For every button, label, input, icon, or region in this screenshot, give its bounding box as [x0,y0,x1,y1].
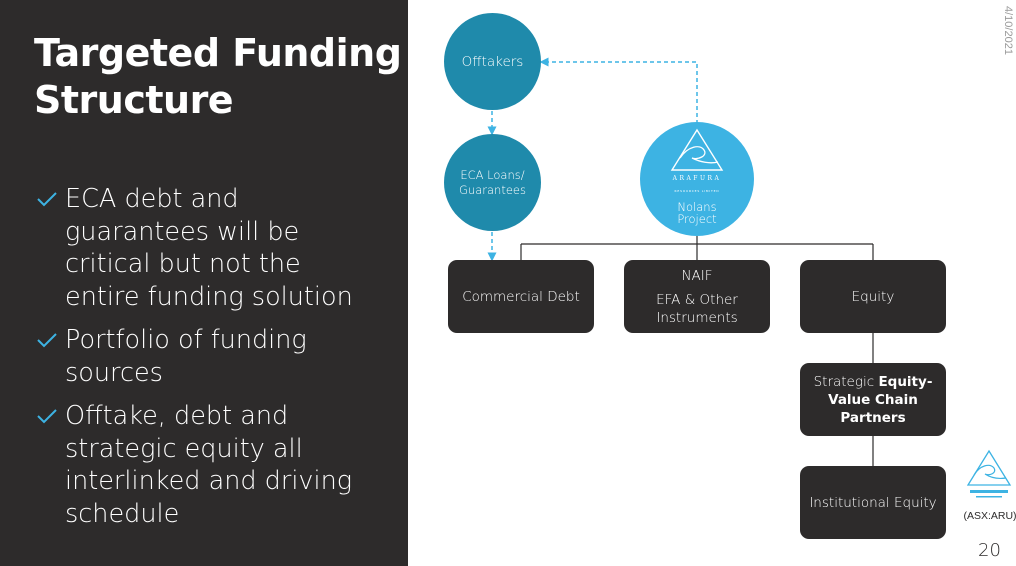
bullet-item: ECA debt and guarantees will be critical… [36,183,376,313]
equity-node: Equity [800,260,946,333]
logo-subtext: RESOURCES LIMITED [674,188,720,193]
offtakers-node: Offtakers [444,13,541,110]
equity-label: Equity [851,288,895,305]
bullet-list: ECA debt and guarantees will be critical… [36,183,376,541]
dashed-arrow-nolans-offtakers [539,57,698,124]
bullet-item: Offtake, debt and strategic equity all i… [36,400,376,530]
bullet-text: Portfolio of funding sources [65,325,307,388]
bullet-item: Portfolio of funding sources [36,324,376,389]
institutional-equity-label: Institutional Equity [809,494,937,511]
nolans-label-line2: Project [677,211,717,226]
nolans-label-line1: Nolans [677,199,717,214]
strategic-bold-3: Partners [840,409,906,426]
naif-node: NAIF EFA & Other Instruments [624,260,770,333]
checkmark-icon [37,333,57,348]
offtakers-label: Offtakers [461,53,524,70]
strategic-bold-1: Equity- [878,373,933,390]
checkmark-icon [37,409,57,424]
arafura-corner-logo-icon [966,449,1012,498]
institutional-equity-node: Institutional Equity [800,466,946,539]
strategic-equity-node: Strategic Equity- Value Chain Partners [800,363,946,436]
checkmark-icon [37,192,57,207]
naif-label-line2: Instruments [656,309,738,326]
commercial-debt-label: Commercial Debt [462,288,580,305]
slide-date: 4/10/2021 [1002,6,1014,55]
left-panel: Targeted Funding Structure ECA debt and … [0,0,408,566]
eca-label-line1: ECA Loans/ [460,167,525,182]
slide-title: Targeted Funding Structure [34,31,402,122]
eca-loans-node: ECA Loans/ Guarantees [444,134,541,231]
eca-label-line2: Guarantees [459,182,526,197]
commercial-debt-node: Commercial Debt [448,260,594,333]
strategic-prefix: Strategic [813,373,879,390]
strategic-bold-2: Value Chain [828,391,918,408]
logo-text: ARAFURA [672,174,722,182]
bullet-text: ECA debt and guarantees will be critical… [65,184,353,312]
nolans-project-node: ARAFURA RESOURCES LIMITED Nolans Project [640,122,754,236]
naif-label-line1: EFA & Other [656,291,738,308]
bullet-text: Offtake, debt and strategic equity all i… [65,401,353,529]
arafura-logo-icon [670,128,724,171]
naif-title: NAIF [681,267,713,284]
stock-ticker: (ASX:ARU) [963,510,1016,522]
page-number: 20 [978,540,1001,561]
